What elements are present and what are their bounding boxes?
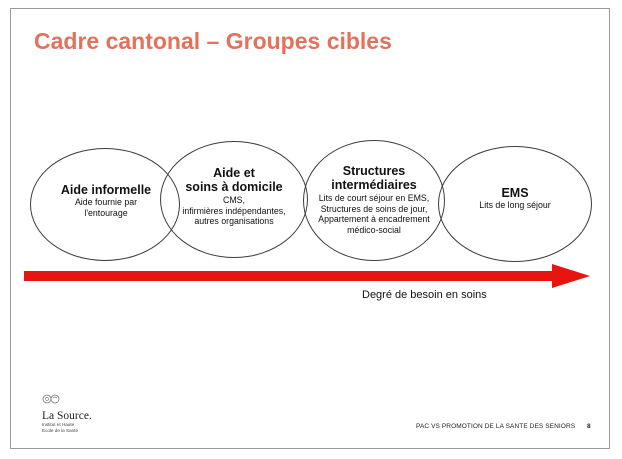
slide-title: Cadre cantonal – Groupes cibles bbox=[34, 28, 392, 54]
group-heading: EMS bbox=[501, 186, 529, 200]
group-detail: Lits de long séjour bbox=[479, 200, 551, 210]
group-heading: Aide informelle bbox=[60, 183, 152, 197]
group-detail: l'entourage bbox=[84, 207, 128, 218]
group-detail: Aide fournie par bbox=[74, 197, 138, 207]
group-detail: autres organisations bbox=[194, 216, 274, 226]
page-number: 8 bbox=[587, 423, 591, 430]
care-need-arrow bbox=[24, 264, 590, 288]
group-detail: Lits de court séjour en EMS, bbox=[318, 193, 430, 203]
group-aide-soins-domicile: Aide et soins à domicile CMS, infirmière… bbox=[160, 166, 308, 227]
logo-emblem-icon bbox=[42, 394, 60, 404]
arrow-label: Degré de besoin en soins bbox=[362, 289, 487, 301]
logo-name: La Source. bbox=[42, 410, 92, 422]
group-heading: soins à domicile bbox=[185, 180, 283, 194]
la-source-logo: La Source. Institut et Haute Ecole de la… bbox=[42, 392, 92, 433]
logo-subtitle: Institut et Haute bbox=[42, 422, 75, 427]
ellipse-ems bbox=[438, 146, 592, 262]
group-heading: Aide et bbox=[213, 166, 255, 180]
group-aide-informelle: Aide informelle Aide fournie par l'entou… bbox=[40, 183, 172, 218]
group-ems: EMS Lits de long séjour bbox=[446, 186, 584, 211]
logo-subtitle: Ecole de la Santé bbox=[42, 427, 79, 433]
group-detail: infirmières indépendantes, bbox=[182, 205, 286, 216]
footer-text: PAC VS PROMOTION DE LA SANTE DES SENIORS bbox=[416, 423, 576, 430]
group-detail: médico-social bbox=[347, 224, 401, 235]
group-heading: intermédiaires bbox=[331, 178, 417, 192]
group-heading: Structures bbox=[342, 164, 406, 178]
group-detail: Structures de soins de jour, bbox=[320, 203, 428, 214]
group-detail: Appartement à encadrement bbox=[318, 214, 430, 224]
group-structures-intermediaires: Structures intermédiaires Lits de court … bbox=[303, 164, 445, 235]
group-detail: CMS, bbox=[223, 195, 245, 205]
